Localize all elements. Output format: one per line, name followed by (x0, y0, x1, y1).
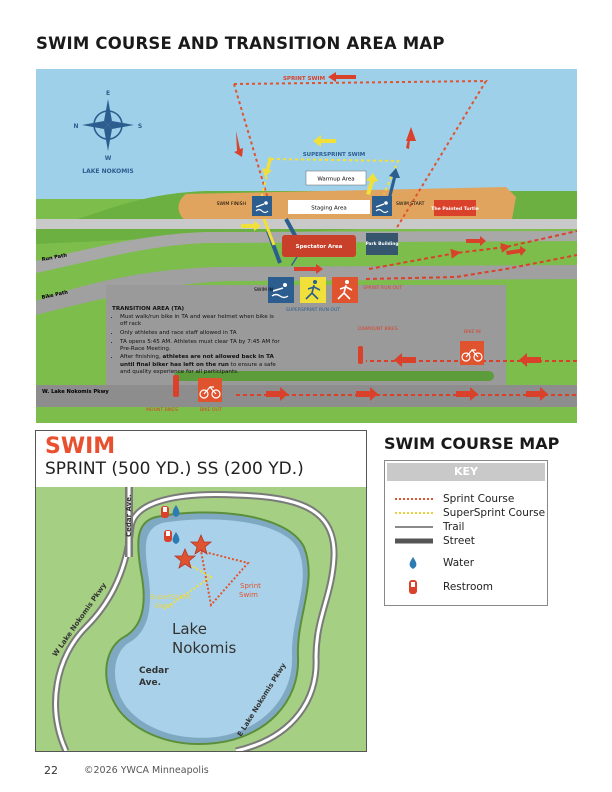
sprint-course-line (233, 79, 488, 230)
run-path-label: Run Path (41, 253, 68, 263)
swim-in-label: SWIM IN (254, 287, 273, 293)
spectator-label: Spectator Area (296, 244, 343, 250)
key-heading: KEY (387, 463, 545, 481)
bike-path (36, 265, 577, 315)
sprint-swim-label: SPRINT SWIM (283, 76, 325, 82)
ta-item: Only athletes and race staff allowed in … (120, 330, 282, 337)
warmup-area (305, 170, 367, 186)
cedar-ave-line2: Ave. (139, 678, 161, 688)
trail-line-icon (395, 526, 433, 528)
finish-star-icon (173, 547, 197, 569)
water-drop-icon (409, 557, 417, 569)
restroom-icon (409, 580, 417, 594)
page-number: 22 (44, 764, 58, 777)
compass-icon (82, 99, 134, 151)
run-path (36, 231, 577, 273)
ta-item-4: After finishing, athletes are not allowe… (120, 354, 282, 376)
sprint-course-line (199, 549, 250, 608)
staging-label: Staging Area (311, 206, 346, 212)
compass-w: W (105, 155, 112, 162)
swim-in-icon (268, 277, 294, 303)
park-building (366, 233, 398, 255)
cedar-ave-label: Cedar Ave. (125, 494, 133, 537)
transition-area-notes: TRANSITION AREA (TA) Must walk/run bike … (112, 306, 282, 377)
ta-item: TA opens 5:45 AM. Athletes must clear TA… (120, 339, 282, 353)
start-star-icon (189, 533, 213, 555)
bike-out-icon (198, 378, 222, 402)
lake-label: LAKE NOKOMIS (82, 168, 133, 175)
transition-area-map: E N S W LAKE NOKOMIS SPRINT SWIM SUPERSP… (36, 69, 577, 423)
sprint-label-2: Swim (239, 591, 258, 599)
bike-in-icon (460, 341, 484, 365)
lake-name-line2: Nokomis (172, 639, 237, 657)
ta-heading: TRANSITION AREA (TA) (112, 306, 185, 312)
swim-heading: SWIM (45, 434, 116, 459)
swim-distances: SPRINT (500 YD.) SS (200 YD.) (45, 459, 304, 479)
parkway-label: W. Lake Nokomis Pkwy (42, 389, 109, 395)
warmup-label: Warmup Area (317, 177, 354, 183)
bike-path-label: Bike Path (41, 289, 69, 301)
supersprint-course-line (270, 158, 400, 195)
sprint-dotted-line-icon (395, 498, 433, 500)
swim-course-map-title: SWIM COURSE MAP (384, 434, 560, 453)
ss-run-out-label: SUPERSPRINT RUN OUT (286, 307, 341, 313)
sprint-run-out-label: SPRINT RUN OUT (363, 285, 402, 291)
swim-card-header: SWIM SPRINT (500 YD.) SS (200 YD.) (36, 431, 366, 488)
bike-in-label: BIKE IN (464, 329, 481, 335)
lake-nokomis-map: Cedar Ave. W Lake Nokomis Pkwy E Lake No… (36, 487, 366, 751)
dismount-label: DISMOUNT BIKES (358, 326, 398, 332)
copyright: ©2026 YWCA Minneapolis (84, 765, 209, 776)
supersprint-label-2: Swim (154, 602, 173, 610)
compass-e: E (106, 90, 110, 97)
spectator-area (282, 235, 356, 257)
bike-out-label: BIKE OUT (200, 407, 222, 413)
supersprint-swim-label: SUPERSPRINT SWIM (303, 152, 366, 158)
map-key: KEY Sprint Course SuperSprint Course Tra… (384, 460, 548, 606)
ta-item: Must walk/run bike in TA and wear helmet… (120, 314, 282, 328)
park-building-label: Park Building (365, 241, 398, 247)
water-drop-icon (172, 532, 180, 544)
painted-turtle-label: The Painted Turtle (431, 206, 479, 212)
swim-card: SWIM SPRINT (500 YD.) SS (200 YD.) (35, 430, 367, 752)
mount-bikes-label: MOUNT BIKES (146, 407, 178, 413)
swim-finish-icon (252, 196, 272, 216)
page-title: SWIM COURSE AND TRANSITION AREA MAP (36, 34, 445, 53)
water-drop-icon (172, 505, 180, 517)
swim-start-icon (372, 196, 392, 216)
street-line-icon (395, 538, 433, 544)
supersprint-label-1: SuperSprint (150, 593, 192, 601)
cedar-ave-line1: Cedar (139, 666, 169, 676)
swim-start-label: SWIM START (396, 201, 425, 207)
compass-s: S (138, 123, 142, 130)
painted-turtle-box (434, 200, 476, 216)
staging-area (288, 200, 370, 214)
swim-finish-label: SWIM FINISH (217, 201, 246, 207)
sprint-label-1: Sprint (240, 582, 261, 590)
supersprint-dotted-line-icon (395, 512, 433, 514)
lake-name-line1: Lake (172, 620, 207, 638)
compass-n: N (73, 123, 78, 130)
supersprint-course-line (163, 562, 213, 610)
